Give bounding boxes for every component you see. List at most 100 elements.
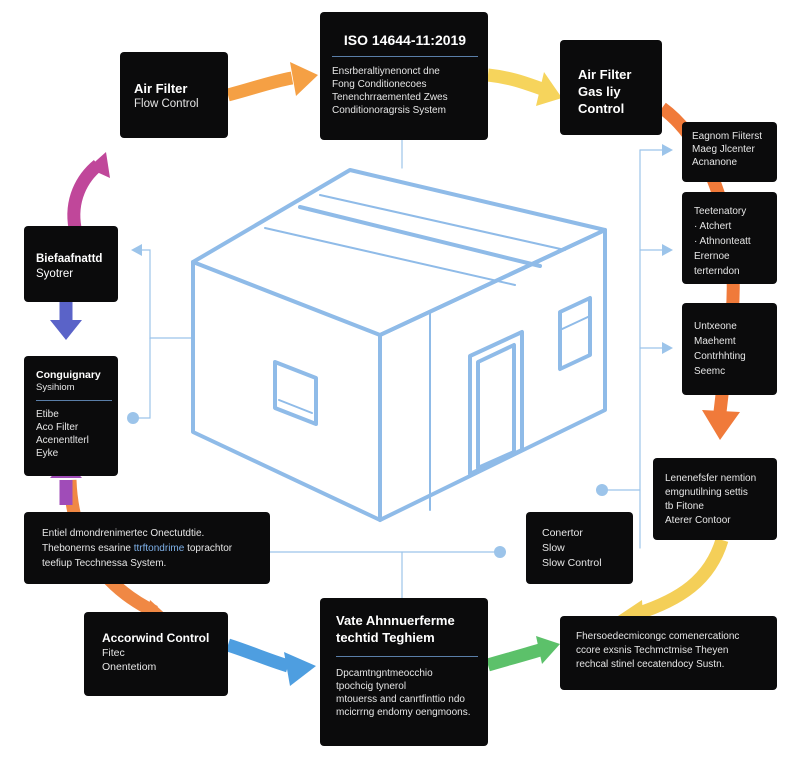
- flow-arrowheads: [50, 62, 740, 686]
- box-line: Slow Control: [542, 557, 602, 569]
- box-line: Dpcamtngntmeocchio: [336, 668, 433, 679]
- connector-arrowhead-right-2: [662, 244, 673, 256]
- connector-dot-left: [127, 412, 139, 424]
- box-line: Teetenatory: [694, 206, 747, 217]
- box-title-line: Biefaafnattd: [36, 253, 103, 265]
- connector-dot-right-4: [596, 484, 608, 496]
- box-title: Air Filter: [134, 81, 188, 96]
- box-line: Tenenchrraemented Zwes: [332, 92, 448, 103]
- box-line: Sysihiom: [36, 382, 75, 393]
- box-right-3: Untxeone Maehemt Contrhhting Seemc: [682, 303, 777, 395]
- box-line: Conertor: [542, 527, 583, 539]
- box-line: Maehemt: [694, 336, 736, 347]
- box-divider: [336, 656, 478, 657]
- box-line: mtouerss and canrtfinttio ndo: [336, 694, 465, 705]
- box-divider: [36, 400, 112, 401]
- box-line: Fhersoedecmicongc comenercationc: [576, 631, 740, 642]
- box-line: Onentetiom: [102, 661, 157, 673]
- box-biefaafnattd-system: Biefaafnattd Syotrer: [24, 226, 118, 302]
- box-title: Accorwind Control: [102, 631, 210, 645]
- box-title: ISO 14644-11:2019: [343, 32, 467, 48]
- flow-arrowhead-indigo: [50, 320, 82, 340]
- box-line: · Athnonteatt: [694, 236, 751, 247]
- house-door-frame: [468, 330, 524, 476]
- box-line: Entiel dmondrenimertec Onectutdtie.: [42, 528, 205, 539]
- box-line: Erernoe: [694, 251, 730, 262]
- connector-arrowhead-left: [131, 244, 142, 256]
- flow-arrow-yellow: [487, 68, 548, 97]
- box-line: Lenenefsfer nemtion: [665, 473, 757, 484]
- flow-arrow-blue: [226, 638, 290, 673]
- box-line: Acenentlterl: [36, 435, 89, 446]
- connector-left-upper: [141, 249, 194, 339]
- house-roof-seam-lower: [264, 227, 516, 286]
- box-line: Aco Filter: [36, 422, 79, 433]
- box-line: Eagnom Fiiterst: [692, 131, 763, 142]
- box-bottom-right: Fhersoedecmicongc comenercationc ccore e…: [560, 616, 777, 690]
- box-line: Acnanone: [692, 157, 738, 168]
- box-title-line: Gas liy: [578, 84, 621, 99]
- connector-arrowhead-right-1: [662, 144, 673, 156]
- house-window-left-sill: [278, 399, 313, 414]
- box-line: Flow Control: [134, 98, 199, 110]
- box-title-line: Vate Ahnnuerferme: [336, 613, 455, 628]
- box-line-mixed: Thebonerns esarine ttrftondrime topracht…: [42, 541, 264, 556]
- box-divider: [332, 56, 478, 57]
- box-iso-standard: ISO 14644-11:2019 Ensrberaltiynenonct dn…: [320, 12, 488, 140]
- box-line: Fitec: [102, 647, 125, 659]
- box-line: Ensrberaltiynenonct dne: [332, 66, 440, 77]
- box-line: Untxeone: [694, 321, 737, 332]
- connector-left-lower: [134, 337, 151, 419]
- flow-arrowhead-magenta: [88, 152, 110, 178]
- box-line-highlight: ttrftondrime: [133, 543, 185, 554]
- cleanroom-enclosure-illustration: [191, 168, 607, 522]
- box-line: terterndon: [694, 266, 740, 277]
- flow-arrowhead-yellow: [536, 72, 562, 106]
- box-slow-control: Conertor Slow Slow Control: [526, 512, 633, 584]
- house-window-right: [558, 296, 592, 371]
- connector-arrowheads: [131, 144, 673, 354]
- box-accorwind-control: Accorwind Control Fitec Onentetiom: [84, 612, 228, 696]
- box-right-4: Lenenefsfer nemtion emgnutilning settis …: [653, 458, 777, 540]
- house-left-wall: [191, 260, 382, 522]
- flow-arrow-green: [486, 643, 542, 672]
- box-line: Fong Conditionecoes: [332, 79, 427, 90]
- flow-arrowhead-red: [702, 410, 740, 440]
- box-title-line: Syotrer: [36, 268, 74, 280]
- box-line: Seemc: [694, 366, 726, 377]
- box-line: Slow: [542, 542, 565, 554]
- connector-lines: [134, 139, 663, 601]
- flow-arrowhead-orange: [290, 62, 318, 96]
- box-conguignary-system: Conguignary Sysihiom Etibe Aco Filter Ac…: [24, 356, 118, 476]
- box-line: Conditionoragrsis System: [332, 105, 446, 116]
- box-line: teefiup Tecchnessa System.: [42, 558, 167, 569]
- box-air-filter-flow-control: Air Filter Flow Control: [120, 52, 228, 138]
- box-entiel-system: Entiel dmondrenimertec Onectutdtie. Theb…: [24, 512, 270, 584]
- box-air-filter-gas-control: Air Filter Gas liy Control: [560, 40, 662, 135]
- box-title-line: Air Filter: [578, 67, 632, 82]
- house-roof-seam-upper: [298, 205, 542, 268]
- house-window-left: [273, 360, 318, 426]
- house-right-wall: [378, 228, 607, 522]
- box-line: Eyke: [36, 448, 59, 459]
- box-line: Contrhhting: [694, 351, 746, 362]
- box-line: · Atchert: [694, 221, 732, 232]
- box-title: Conguignary: [36, 369, 101, 381]
- flow-arrow-gold: [634, 537, 729, 621]
- flow-arrowhead-blue: [284, 652, 316, 686]
- box-line: Maeg Jlcenter: [692, 144, 755, 155]
- box-right-1: Eagnom Fiiterst Maeg Jlcenter Acnanone: [682, 122, 777, 182]
- box-line: tpochcig tynerol: [336, 681, 407, 692]
- box-right-2: Teetenatory · Atchert · Athnonteatt Erer…: [682, 192, 777, 284]
- house-window-right-bar: [559, 315, 591, 331]
- house-roof-ridge: [319, 194, 566, 251]
- flow-arrowhead-green: [536, 636, 560, 664]
- box-line: emgnutilning settis: [665, 487, 748, 498]
- box-title-line: techtid Teghiem: [336, 630, 435, 645]
- box-title-line: Control: [578, 101, 625, 116]
- box-vate-technical-system: Vate Ahnnuerferme techtid Teghiem Dpcamt…: [320, 598, 488, 746]
- connector-dot-bottom: [494, 546, 506, 558]
- box-line: Aterer Contoor: [665, 515, 731, 526]
- connector-dots: [127, 412, 608, 558]
